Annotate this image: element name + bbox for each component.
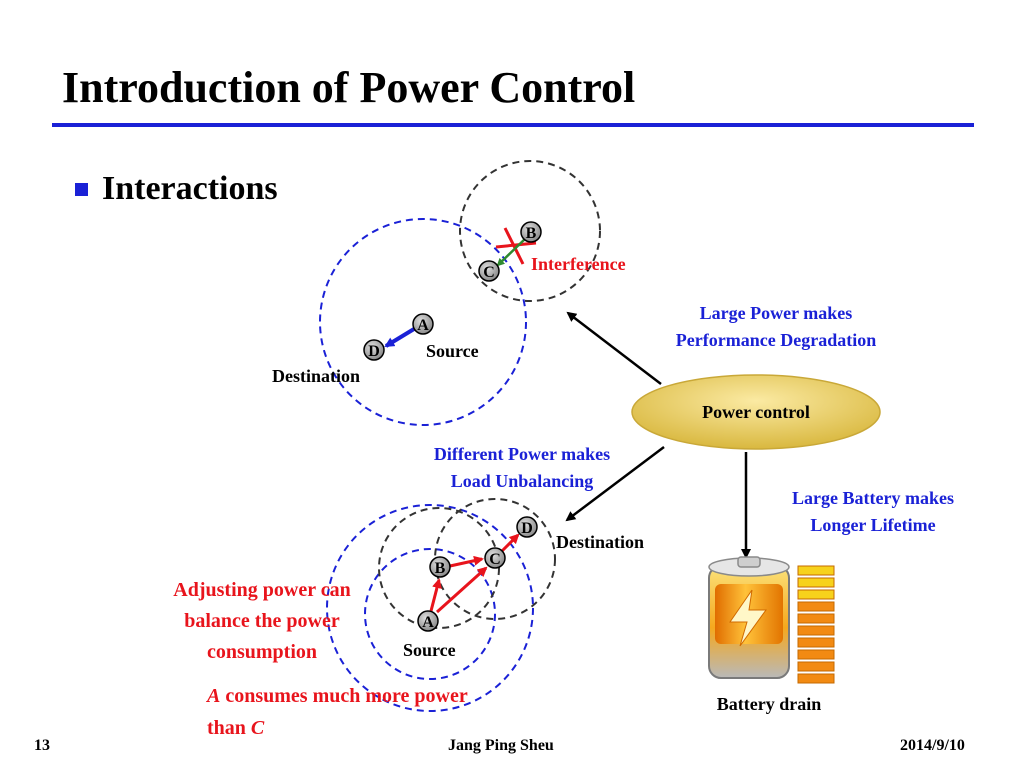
destination-label-bottom: Destination [556, 532, 644, 552]
range-circle-c [434, 498, 556, 620]
page-number: 13 [34, 737, 50, 754]
footer-date: 2014/9/10 [900, 737, 965, 754]
interference-cross-line-2 [495, 241, 537, 249]
lifetime-caption-line1: Large Battery makes [792, 488, 954, 508]
svg-text:B: B [435, 560, 446, 577]
battery-level-bar [797, 673, 835, 684]
svg-text:D: D [521, 520, 533, 537]
svg-text:A: A [422, 614, 434, 631]
link-c-to-d [500, 533, 520, 553]
battery-level-bar [797, 601, 835, 612]
battery-level-bar [797, 661, 835, 672]
range-circle-a-small [364, 548, 496, 680]
link-a-to-c [435, 566, 488, 614]
bullet-square-icon [75, 183, 88, 196]
link-b-to-c [449, 555, 484, 568]
svg-text:B: B [526, 225, 537, 242]
consumes-caption-line1: A consumes much more power [205, 685, 468, 707]
performance-caption-line1: Large Power makes [700, 303, 853, 323]
node-c-bottom: C [484, 547, 506, 569]
range-circle-a-large [326, 504, 534, 712]
load-caption-line1: Different Power makes [434, 444, 610, 464]
lifetime-caption-line2: Longer Lifetime [810, 515, 935, 535]
lightning-icon [729, 589, 767, 647]
interference-label: Interference [531, 254, 626, 274]
slide-title: Introduction of Power Control [62, 63, 636, 112]
source-label-bottom: Source [403, 640, 456, 660]
svg-text:A: A [417, 317, 429, 334]
arrow-to-load-unbalancing [565, 446, 665, 522]
adjusting-caption-line2: balance the power [184, 610, 340, 632]
footer-author: Jang Ping Sheu [448, 737, 554, 754]
battery-drain-label: Battery drain [717, 694, 821, 714]
destination-label-top: Destination [272, 366, 360, 386]
performance-caption-line2: Performance Degradation [676, 330, 876, 350]
node-a-bottom: A [417, 610, 439, 632]
svg-text:C: C [483, 264, 495, 281]
node-a-top: A [412, 313, 434, 335]
node-d-top: D [363, 339, 385, 361]
arrow-to-performance [566, 311, 662, 385]
range-circle-interferer [459, 160, 601, 302]
interference-arrow [496, 236, 528, 267]
svg-text:D: D [368, 343, 380, 360]
link-a-to-d-top [384, 327, 416, 348]
adjusting-caption-line1: Adjusting power can [173, 579, 350, 601]
range-circle-source-top [319, 218, 527, 426]
node-d-bottom: D [516, 516, 538, 538]
battery-level-bar [797, 589, 835, 600]
battery-level-bar [797, 637, 835, 648]
battery-icon [708, 556, 790, 679]
power-control-ellipse [631, 374, 881, 450]
battery-level-bar [797, 565, 835, 576]
consumes-caption-line2: than C [207, 717, 265, 739]
node-c-top: C [478, 260, 500, 282]
battery-level-bar [797, 649, 835, 660]
battery-level-bar [797, 613, 835, 624]
range-circle-b [378, 507, 500, 629]
load-caption-line2: Load Unbalancing [451, 471, 594, 491]
power-control-label: Power control [702, 402, 810, 422]
bullet-interactions: Interactions [102, 170, 278, 207]
battery-level-bar [797, 625, 835, 636]
battery-level-bar [797, 577, 835, 588]
battery-level-bars [797, 565, 835, 684]
source-label-top: Source [426, 341, 479, 361]
title-underline [52, 123, 974, 127]
node-b-bottom: B [429, 556, 451, 578]
node-b-top: B [520, 221, 542, 243]
svg-text:C: C [489, 551, 501, 568]
link-a-to-b [429, 578, 442, 612]
adjusting-caption-line3: consumption [207, 641, 317, 663]
